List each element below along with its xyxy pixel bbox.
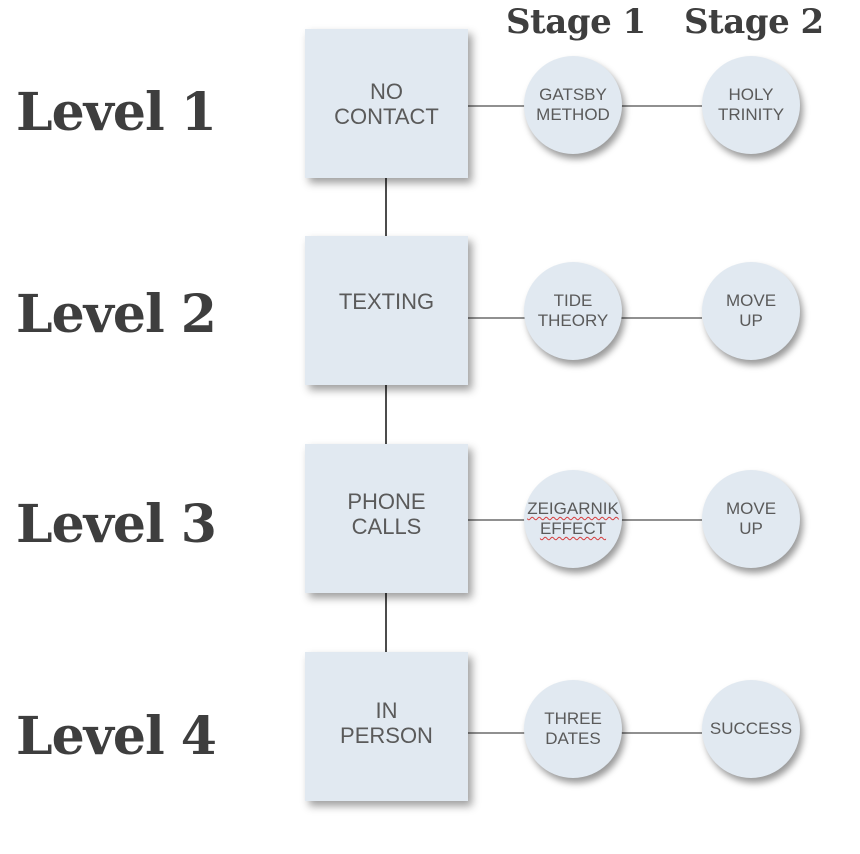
level-4-box: IN PERSON: [305, 652, 468, 801]
level-3-stage-1-text: ZEIGARNIK EFFECT: [527, 499, 619, 538]
level-2-stage-1-circle: TIDE THEORY: [524, 262, 622, 360]
level-1-stage-2-circle: HOLY TRINITY: [702, 56, 800, 154]
level-3-label: Level 3: [16, 494, 217, 555]
level-1-label: Level 1: [16, 82, 217, 143]
level-2-box: TEXTING: [305, 236, 468, 385]
level-1-stage-2-text: HOLY TRINITY: [717, 85, 785, 124]
level-4-box-text: IN PERSON: [340, 697, 433, 748]
level-1-stage-1-text: GATSBY METHOD: [536, 85, 610, 124]
level-2-stage-2-text: MOVE UP: [725, 291, 777, 330]
level-2-stage-2-circle: MOVE UP: [702, 262, 800, 360]
stage-1-header: Stage 1: [506, 2, 646, 42]
level-4-stage-1-text: THREE DATES: [544, 709, 602, 748]
level-4-stage-1-circle: THREE DATES: [524, 680, 622, 778]
level-1-stage-1-circle: GATSBY METHOD: [524, 56, 622, 154]
level-3-stage-2-text: MOVE UP: [725, 499, 777, 538]
stage-2-header: Stage 2: [684, 2, 824, 42]
level-2-box-text: TEXTING: [338, 289, 435, 314]
level-2-stage-1-text: TIDE THEORY: [537, 291, 609, 330]
level-3-stage-1-circle: ZEIGARNIK EFFECT: [524, 470, 622, 568]
level-4-label: Level 4: [16, 706, 217, 767]
level-4-stage-2-circle: SUCCESS: [702, 680, 800, 778]
level-1-box: NO CONTACT: [305, 29, 468, 178]
level-3-stage-2-circle: MOVE UP: [702, 470, 800, 568]
level-4-stage-2-text: SUCCESS: [709, 719, 793, 738]
level-3-box: PHONE CALLS: [305, 444, 468, 593]
level-1-box-text: NO CONTACT: [334, 78, 439, 129]
level-2-label: Level 2: [16, 284, 217, 345]
level-3-box-text: PHONE CALLS: [347, 488, 426, 539]
